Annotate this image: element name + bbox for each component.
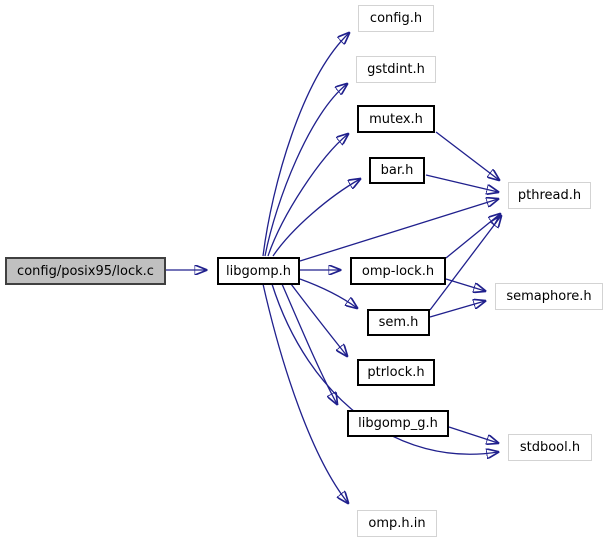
edge-libgomp_h-config_h	[262, 33, 349, 257]
edge-libgomp_h-bar_h	[272, 179, 360, 257]
node-gstdint-h: gstdint.h	[356, 56, 436, 83]
node-config-h: config.h	[358, 5, 434, 32]
edge-libgomp_h-pthread_h	[299, 199, 498, 262]
edge-libgomp_h-omp_h_in	[262, 283, 348, 503]
node-mutex-h[interactable]: mutex.h	[357, 105, 435, 133]
edge-libgomp_h-libgomp_g_h	[281, 283, 337, 404]
node-semaphore-h: semaphore.h	[495, 283, 603, 310]
node-omp-h-in: omp.h.in	[357, 510, 437, 537]
node-bar-h[interactable]: bar.h	[369, 157, 425, 184]
node-lock-c: config/posix95/lock.c	[5, 257, 166, 285]
edge-libgomp_h-mutex_h	[267, 134, 348, 257]
node-sem-h[interactable]: sem.h	[367, 309, 430, 336]
edge-libgomp_h-sem_h	[299, 278, 357, 308]
node-libgomp-h[interactable]: libgomp.h	[217, 257, 300, 285]
edge-sem_h-pthread_h	[429, 216, 501, 311]
edge-libgomp_g_h-stdbool_h	[448, 426, 498, 443]
edge-libgomp_h-ptrlock_h	[290, 283, 347, 356]
edge-libgomp_h-gstdint_h	[264, 84, 347, 257]
edge-sem_h-semaphore_h	[429, 301, 485, 318]
node-omp-lock-h[interactable]: omp-lock.h	[350, 257, 446, 285]
node-libgomp-g-h[interactable]: libgomp_g.h	[347, 410, 449, 437]
node-pthread-h: pthread.h	[508, 182, 591, 209]
edge-omp_lock_h-pthread_h	[445, 214, 500, 259]
edge-bar_h-pthread_h	[425, 174, 498, 192]
node-stdbool-h: stdbool.h	[508, 434, 592, 461]
node-ptrlock-h[interactable]: ptrlock.h	[357, 359, 435, 386]
edge-mutex_h-pthread_h	[435, 131, 499, 180]
